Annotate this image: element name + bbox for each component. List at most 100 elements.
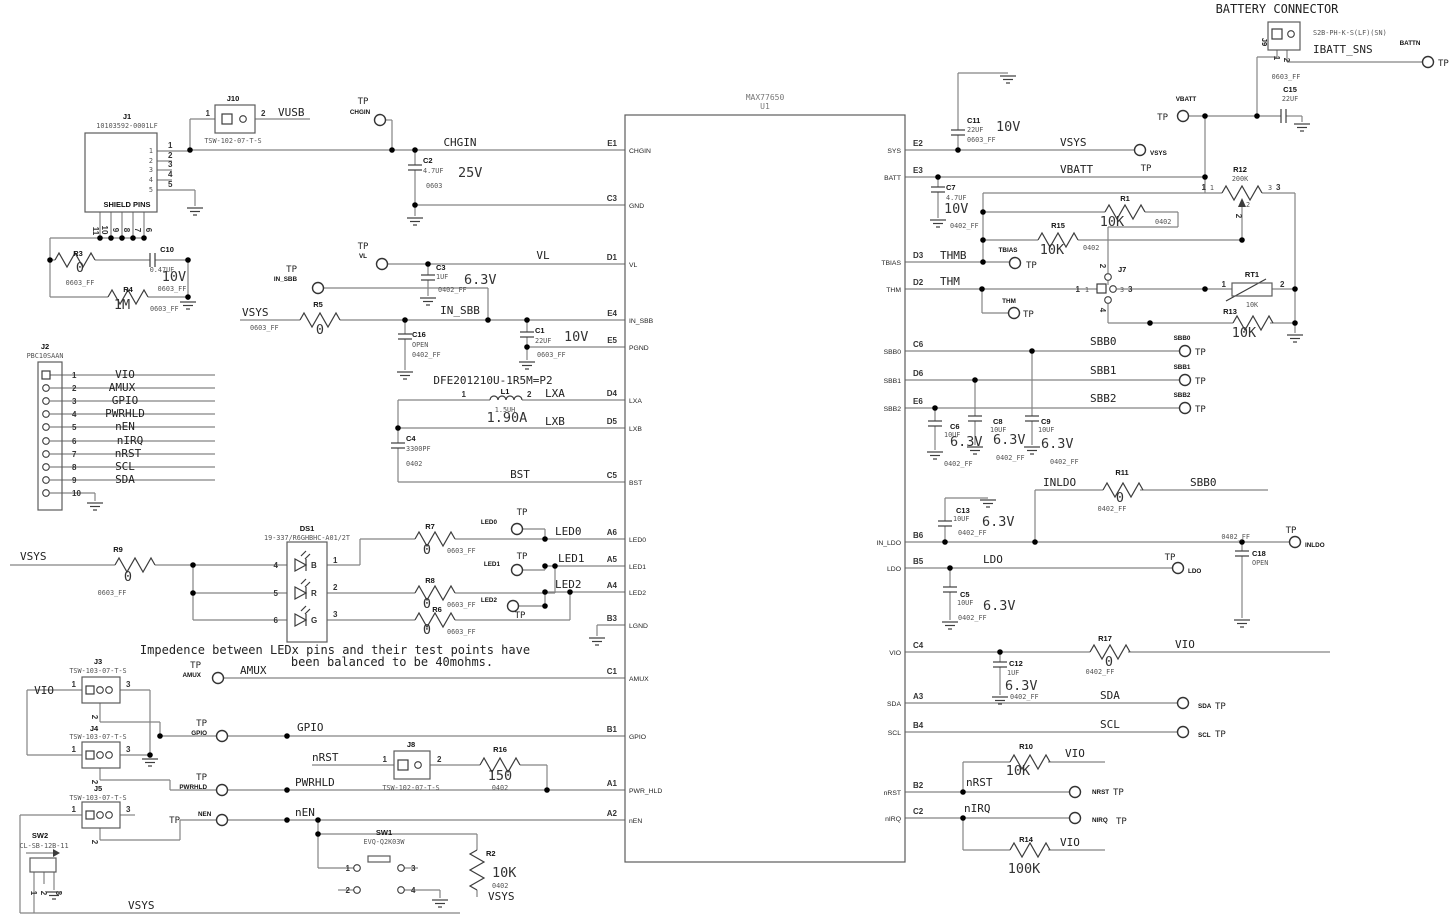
junction-dot	[524, 317, 530, 323]
c3-refdes: C3	[436, 263, 446, 272]
tp-label: TP	[1286, 526, 1297, 536]
ds1-pin4: 4	[274, 561, 279, 570]
l1-part: DFE201210U-1R5M=P2	[433, 374, 552, 387]
chip-pin-name: SDA	[887, 701, 901, 708]
resistor-symbol	[1232, 314, 1274, 332]
junction-dot	[185, 257, 191, 263]
pin-circle	[1104, 296, 1112, 304]
junction-dot	[108, 235, 114, 241]
r2-value: 10K	[492, 865, 517, 881]
r7-pkg: 0603_FF	[447, 547, 476, 555]
j1-pin2: 2	[168, 151, 173, 160]
component-box	[1231, 282, 1273, 297]
c9-refdes: C9	[1041, 417, 1051, 426]
pin-circle	[42, 489, 50, 497]
junction-dot	[97, 235, 103, 241]
c10-pkg: 0603_FF	[158, 285, 187, 293]
c12-pkg: 0402_FF	[1010, 693, 1039, 701]
resistor-symbol	[1009, 753, 1051, 771]
net-led1: LED1	[558, 552, 585, 565]
test-point	[1171, 561, 1185, 575]
junction-dot	[542, 603, 548, 609]
tp-led0: LED0	[481, 519, 498, 526]
j1-pin1-in: 1	[149, 147, 153, 155]
chip-pin-name: BST	[629, 480, 642, 487]
test-point	[1176, 696, 1190, 710]
net-ibatt-sns: IBATT_SNS	[1313, 43, 1373, 56]
chip-pin-number: C2	[913, 807, 924, 816]
junction-dot	[130, 235, 136, 241]
j9-pin2: 2	[1282, 58, 1291, 63]
pin-circle	[42, 463, 50, 471]
tp-inldo: INLDO	[1305, 542, 1325, 549]
net-chgin: CHGIN	[443, 136, 476, 149]
j1-pin6: 6	[144, 228, 153, 233]
net-sbb2: SBB2	[1090, 392, 1117, 405]
tp-label: TP	[1113, 788, 1124, 798]
j1-pin8: 8	[122, 228, 131, 233]
inductor-symbol	[489, 395, 523, 401]
j9-refdes: J9	[1260, 38, 1269, 46]
junction-dot	[1292, 286, 1298, 292]
junction-dot	[567, 589, 573, 595]
net-nen2: nEN	[295, 806, 315, 819]
tp-battn: BATTN	[1400, 40, 1421, 47]
c3-voltage: 6.3V	[464, 272, 497, 288]
j4-pin2: 2	[90, 780, 99, 785]
chip-pin-name: SCL	[888, 730, 901, 737]
pin-circle	[96, 686, 104, 694]
component-line	[304, 553, 311, 560]
j4-refdes: J4	[90, 724, 99, 733]
j3-part: TSW-103-07-T-S	[69, 667, 126, 675]
c6-refdes: C6	[950, 422, 960, 431]
pin-circle	[42, 476, 50, 484]
ds1-pin2: 2	[333, 583, 338, 592]
junction-dot	[284, 817, 290, 823]
pin1-square	[85, 810, 95, 820]
resistor-symbol	[1089, 643, 1131, 661]
tp-vsys: VSYS	[1150, 150, 1167, 157]
tp-sbb2: SBB2	[1174, 392, 1191, 399]
chip-pin-name: VL	[629, 262, 638, 269]
c16-pkg: 0402_FF	[412, 351, 441, 359]
j10-pin1: 1	[206, 109, 211, 118]
net-insbb: IN_SBB	[440, 304, 480, 317]
chip-pin-number: B2	[913, 781, 924, 790]
r1-pkg: 0402	[1155, 218, 1171, 226]
test-point	[1178, 344, 1192, 358]
junction-dot	[544, 787, 550, 793]
pin-circle	[1287, 30, 1295, 38]
r2-refdes: R2	[486, 849, 496, 858]
j3-refdes: J3	[94, 657, 102, 666]
chip-pin-number: A5	[607, 555, 618, 564]
r3-value: 0	[76, 260, 84, 276]
c9-value: 10UF	[1038, 426, 1054, 434]
chip-pin-name: PGND	[629, 345, 649, 352]
tp-scl: SCL	[1198, 732, 1211, 739]
junction-dot	[187, 147, 193, 153]
junction-dot	[1239, 539, 1245, 545]
l1-refdes: L1	[501, 387, 510, 396]
pin1-square	[1271, 28, 1283, 40]
pin-circle	[96, 811, 104, 819]
pin1-square	[85, 685, 95, 695]
pin-circle	[105, 811, 113, 819]
c7-pkg: 0402_FF	[950, 222, 979, 230]
chip-pin-name: IN_SBB	[629, 318, 654, 325]
pin-circle	[1109, 285, 1117, 293]
chip-pin-name: nRST	[884, 790, 901, 797]
component-line	[300, 578, 307, 585]
chip-pin-name: SBB0	[884, 349, 902, 356]
j1-pin10: 10	[100, 226, 109, 235]
j7-refdes: J7	[1118, 265, 1126, 274]
c18-value: OPEN	[1252, 559, 1268, 567]
j9-pin1: 1	[1272, 56, 1281, 61]
net-vbatt: VBATT	[1060, 163, 1093, 176]
r11-refdes: R11	[1115, 468, 1128, 477]
chip-pin-number: A2	[607, 809, 618, 818]
chip-pin-name: LXA	[629, 398, 642, 405]
sw2-pin1: 1	[29, 891, 38, 896]
tp-tbias: TBIAS	[999, 247, 1018, 254]
c6-voltage: 6.3V	[950, 434, 983, 450]
junction-dot	[485, 317, 491, 323]
